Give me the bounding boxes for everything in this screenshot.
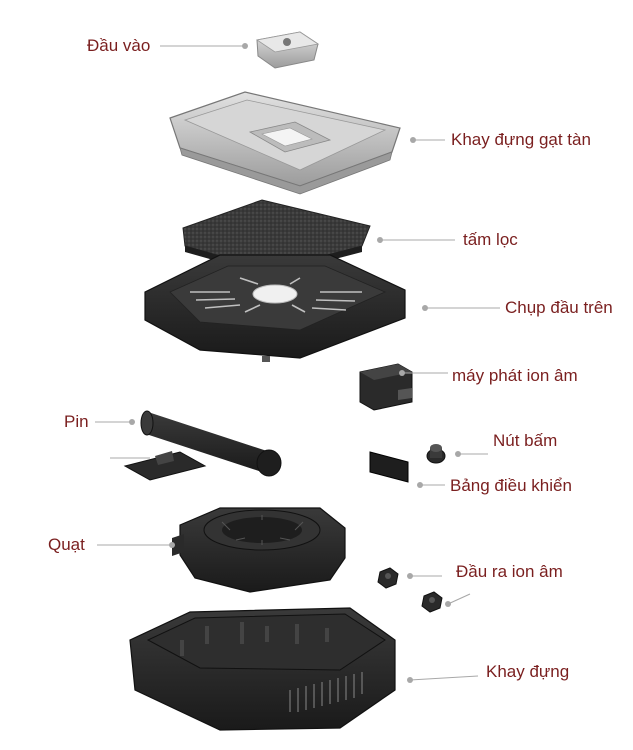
ion-generator-part [359, 363, 413, 411]
label-control-board: Bảng điều khiển [450, 476, 572, 495]
label-top-cover: Chụp đầu trên [505, 298, 613, 317]
label-ion-outlet: Đầu ra ion âm [456, 562, 563, 581]
button-part [426, 444, 446, 464]
ash-tray-part [169, 91, 401, 195]
leader-ion-outlet-2 [447, 593, 471, 605]
ion-outlet-part [377, 567, 443, 613]
label-battery: Pin [64, 412, 89, 431]
label-inlet: Đầu vào [87, 36, 151, 55]
label-button: Nút bấm [493, 431, 558, 450]
label-filter: tấm lọc [463, 230, 518, 249]
label-base-tray: Khay đựng [486, 662, 570, 681]
base-tray-part [129, 607, 396, 731]
battery-part [140, 410, 282, 477]
top-cover-part [144, 254, 406, 362]
label-ion-generator: máy phát ion âm [452, 366, 578, 385]
label-fan: Quạt [48, 535, 85, 554]
leader-base-tray [409, 675, 479, 681]
fan-part [172, 507, 346, 593]
control-board-part [369, 451, 409, 483]
leader-lines [95, 43, 500, 683]
battery-holder-part [123, 451, 207, 481]
inlet-part [255, 31, 320, 69]
label-ash-tray: Khay đựng gạt tàn [451, 130, 591, 149]
